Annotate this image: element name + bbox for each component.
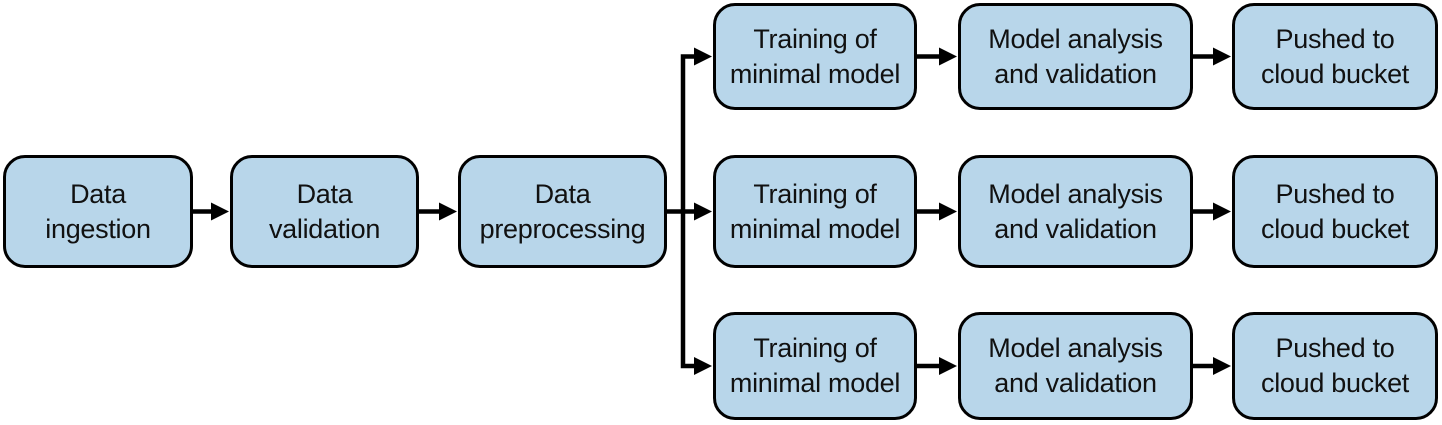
- node-label-line: ingestion: [45, 213, 151, 244]
- node-label-line: cloud bucket: [1261, 213, 1409, 244]
- node-label-line: Pushed to: [1275, 23, 1395, 54]
- arrowhead-training-to-analysis-top: [939, 47, 957, 66]
- node-label-line: Data: [534, 178, 591, 209]
- node-training-minimal-model-row1: Training of minimal model: [713, 3, 917, 110]
- node-label-line: cloud bucket: [1261, 58, 1409, 89]
- node-label-line: Model analysis: [988, 23, 1163, 54]
- arrowhead-preprocessing-to-training-mid: [694, 202, 712, 221]
- node-training-minimal-model-row2: Training of minimal model: [713, 155, 917, 268]
- node-label-line: Training of: [753, 23, 877, 54]
- node-label-line: and validation: [994, 213, 1157, 244]
- node-model-analysis-row1: Model analysis and validation: [958, 3, 1193, 110]
- node-data-validation: Data validation: [230, 155, 419, 268]
- arrowhead-ingestion-to-validation: [211, 202, 229, 221]
- arrowhead-training-to-analysis-mid: [939, 202, 957, 221]
- node-label-line: preprocessing: [479, 213, 646, 244]
- node-data-preprocessing: Data preprocessing: [458, 155, 667, 268]
- node-label-line: Data: [296, 178, 353, 209]
- node-label-line: Training of: [753, 333, 877, 363]
- node-label-line: validation: [268, 213, 381, 244]
- node-label-line: Data: [70, 178, 126, 209]
- node-label-line: minimal model: [729, 368, 901, 398]
- arrowhead-trunk-to-training-bottom: [694, 357, 712, 375]
- arrowhead-analysis-to-push-top: [1213, 47, 1231, 66]
- node-model-analysis-row2: Model analysis and validation: [958, 155, 1193, 268]
- node-model-analysis-row3: Model analysis and validation: [958, 312, 1193, 420]
- node-label-line: minimal model: [729, 58, 901, 89]
- node-label-line: cloud bucket: [1261, 368, 1409, 398]
- branch-trunk-elbow: [680, 54, 697, 369]
- arrowhead-analysis-to-push-mid: [1213, 202, 1231, 221]
- node-pushed-cloud-bucket-row1: Pushed to cloud bucket: [1232, 3, 1438, 110]
- node-label-line: Pushed to: [1275, 333, 1395, 363]
- node-label-line: Model analysis: [988, 178, 1163, 209]
- arrowhead-analysis-to-push-bottom: [1213, 357, 1231, 375]
- node-label-line: minimal model: [729, 213, 901, 244]
- node-pushed-cloud-bucket-row2: Pushed to cloud bucket: [1232, 155, 1438, 268]
- arrowhead-validation-to-preprocessing: [439, 202, 457, 221]
- arrowhead-trunk-to-training-top: [694, 47, 712, 66]
- node-label-line: and validation: [994, 368, 1157, 398]
- node-label-line: Pushed to: [1275, 178, 1395, 209]
- arrowhead-training-to-analysis-bottom: [939, 357, 957, 375]
- node-label-line: Model analysis: [988, 333, 1163, 363]
- node-label-line: and validation: [994, 58, 1157, 89]
- node-pushed-cloud-bucket-row3: Pushed to cloud bucket: [1232, 312, 1438, 420]
- node-training-minimal-model-row3: Training of minimal model: [713, 312, 917, 420]
- node-data-ingestion: Data ingestion: [3, 155, 193, 268]
- node-label-line: Training of: [753, 178, 877, 209]
